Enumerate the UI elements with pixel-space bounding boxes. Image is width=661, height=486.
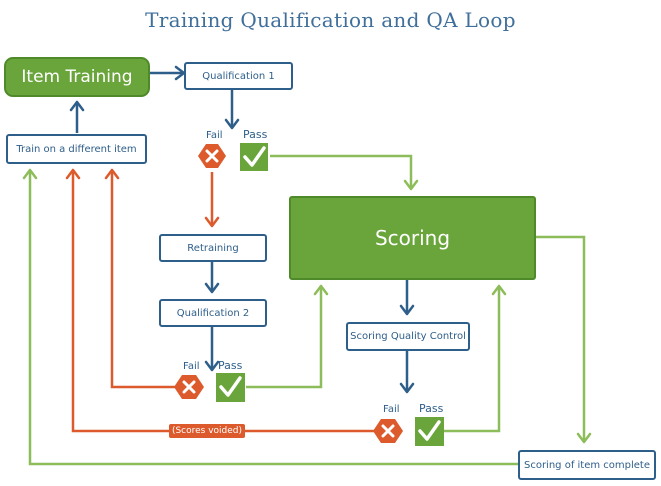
arrow-pass-3-to-scoring	[444, 286, 501, 433]
fail-label-2: Fail	[183, 361, 200, 372]
pass-label-1: Pass	[243, 128, 268, 141]
pass-label-3: Pass	[419, 402, 444, 415]
scores-voided-label: (Scores voided)	[169, 424, 245, 438]
fail-label-1: Fail	[206, 130, 223, 141]
arrow-pass-1-to-scoring	[270, 154, 413, 189]
scoring-quality-control-node: Scoring Quality Control	[346, 322, 470, 351]
item-training-node: Item Training	[4, 57, 150, 97]
scoring-complete-node: Scoring of item complete	[518, 450, 656, 480]
arrow-fail-3-to-train-different	[71, 170, 375, 433]
scoring-node: Scoring	[289, 196, 536, 280]
arrow-complete-to-train-different	[28, 170, 518, 466]
fail-icon-2	[174, 375, 204, 399]
pass-label-2: Pass	[218, 359, 243, 372]
fail-icon-1	[198, 144, 226, 168]
fail-icon-3	[373, 419, 403, 443]
qualification-1-node: Qualification 1	[184, 62, 293, 90]
fail-label-3: Fail	[383, 404, 400, 415]
arrow-scoring-to-complete	[536, 235, 586, 442]
pass-icon-3	[415, 417, 444, 446]
arrow-pass-2-to-scoring	[246, 286, 323, 389]
retraining-node: Retraining	[159, 234, 267, 262]
qualification-2-node: Qualification 2	[159, 299, 267, 327]
arrow-fail-2-to-train-different	[110, 170, 176, 389]
train-different-item-node: Train on a different item	[6, 134, 147, 164]
diagram-title: Training Qualification and QA Loop	[145, 8, 516, 32]
pass-icon-2	[216, 373, 245, 402]
pass-icon-1	[240, 143, 268, 171]
